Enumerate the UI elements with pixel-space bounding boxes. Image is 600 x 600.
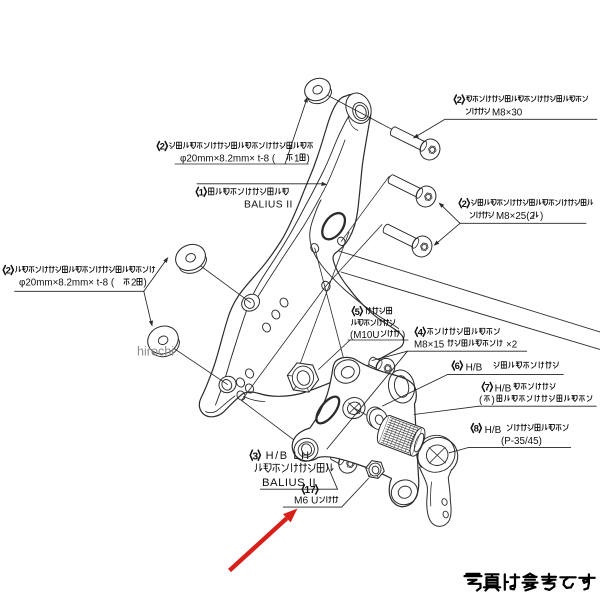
svg-text:7: 7 — [485, 383, 490, 394]
svg-text:H/B LH: H/B LH — [266, 450, 311, 462]
svg-text:2: 2 — [457, 95, 462, 106]
svg-text:3: 3 — [252, 450, 258, 462]
svg-text:M8×25(2: M8×25(2 — [496, 211, 535, 222]
svg-text:2: 2 — [462, 199, 467, 210]
svg-text:M8×30: M8×30 — [492, 108, 523, 119]
svg-text:): ) — [540, 211, 543, 222]
svg-text:8: 8 — [474, 424, 479, 435]
svg-text:H/B: H/B — [485, 425, 502, 436]
svg-text:H/B: H/B — [466, 362, 483, 373]
svg-text:BALIUS II: BALIUS II — [262, 477, 316, 489]
svg-text:2: 2 — [160, 142, 165, 153]
svg-text:(M10U: (M10U — [350, 330, 379, 341]
svg-text:φ20mm×8.2mm× t-8 (: φ20mm×8.2mm× t-8 ( — [180, 153, 276, 164]
svg-text:H/B: H/B — [495, 384, 512, 395]
svg-text:): ) — [402, 330, 405, 341]
svg-text:M8×15: M8×15 — [414, 339, 445, 350]
svg-text:4: 4 — [418, 328, 424, 339]
svg-text:): ) — [492, 395, 495, 406]
svg-text:1: 1 — [199, 188, 205, 199]
svg-text:2: 2 — [131, 278, 136, 289]
svg-text:×2: ×2 — [506, 339, 517, 350]
svg-text:): ) — [144, 278, 147, 289]
svg-text:BALIUS II: BALIUS II — [244, 199, 293, 210]
svg-text:φ20mm×8.2mm× t-8 (: φ20mm×8.2mm× t-8 ( — [19, 278, 115, 289]
svg-text:hirochi: hirochi — [137, 345, 174, 359]
svg-text:(: ( — [479, 395, 483, 406]
svg-text:1: 1 — [294, 153, 299, 164]
svg-text:M6 U: M6 U — [294, 496, 318, 507]
svg-text:): ) — [307, 153, 310, 164]
svg-text:2: 2 — [6, 266, 11, 277]
svg-text:5: 5 — [355, 307, 361, 318]
svg-text:17: 17 — [305, 485, 316, 496]
svg-text:(P-35/45): (P-35/45) — [501, 436, 542, 447]
svg-text:6: 6 — [455, 361, 460, 372]
